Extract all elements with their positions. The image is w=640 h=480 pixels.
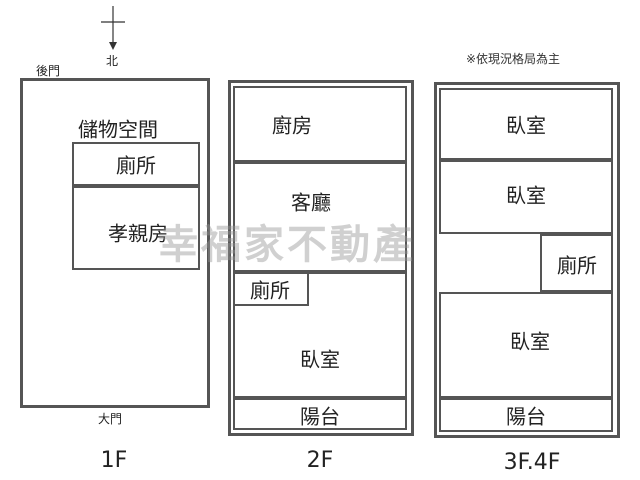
floor2-toilet-label: 廁所 bbox=[250, 278, 290, 303]
watermark: 幸福家不動產 bbox=[158, 222, 416, 268]
floor1-storage-label: 儲物空間 bbox=[78, 117, 158, 142]
floor3-room-bedroom-c bbox=[439, 292, 613, 398]
floor1-parents-room-label: 孝親房 bbox=[108, 221, 168, 246]
floor1-label: 1F bbox=[100, 448, 128, 473]
floor2-room-living bbox=[233, 162, 407, 272]
north-arrow-head bbox=[109, 42, 117, 50]
floor2-living-label: 客廳 bbox=[291, 190, 331, 215]
floor1-back-door-label: 後門 bbox=[36, 64, 61, 78]
floor1-toilet-label: 廁所 bbox=[116, 153, 156, 178]
floor2-bedroom-label: 臥室 bbox=[300, 347, 340, 372]
floor3-room-toilet bbox=[540, 234, 613, 292]
floor3-balcony-label: 陽台 bbox=[506, 404, 546, 429]
layout-note: ※依現況格局為主 bbox=[466, 52, 561, 66]
floor2-kitchen-label: 廚房 bbox=[272, 113, 312, 138]
floor3-room-balcony bbox=[439, 398, 613, 432]
floor3-bedroom-a-label: 臥室 bbox=[506, 113, 546, 138]
floor3-label: 3F.4F bbox=[503, 450, 561, 475]
floor2-room-kitchen bbox=[233, 86, 407, 162]
floor1-room-parents bbox=[72, 186, 200, 270]
floor3-bedroom-c-label: 臥室 bbox=[510, 329, 550, 354]
north-label: 北 bbox=[106, 54, 119, 68]
floor1-room-toilet bbox=[72, 142, 200, 186]
floor1-front-door-label: 大門 bbox=[98, 412, 123, 426]
floor2-room-balcony bbox=[233, 398, 407, 430]
floor3-bedroom-b-label: 臥室 bbox=[506, 183, 546, 208]
floor3-toilet-label: 廁所 bbox=[557, 253, 597, 278]
floor3-room-bedroom-b bbox=[439, 160, 613, 234]
floor2-label: 2F bbox=[306, 448, 334, 473]
floor2-room-bedroom bbox=[233, 272, 407, 398]
floor3-room-bedroom-a bbox=[439, 88, 613, 160]
floor2-balcony-label: 陽台 bbox=[300, 404, 340, 429]
